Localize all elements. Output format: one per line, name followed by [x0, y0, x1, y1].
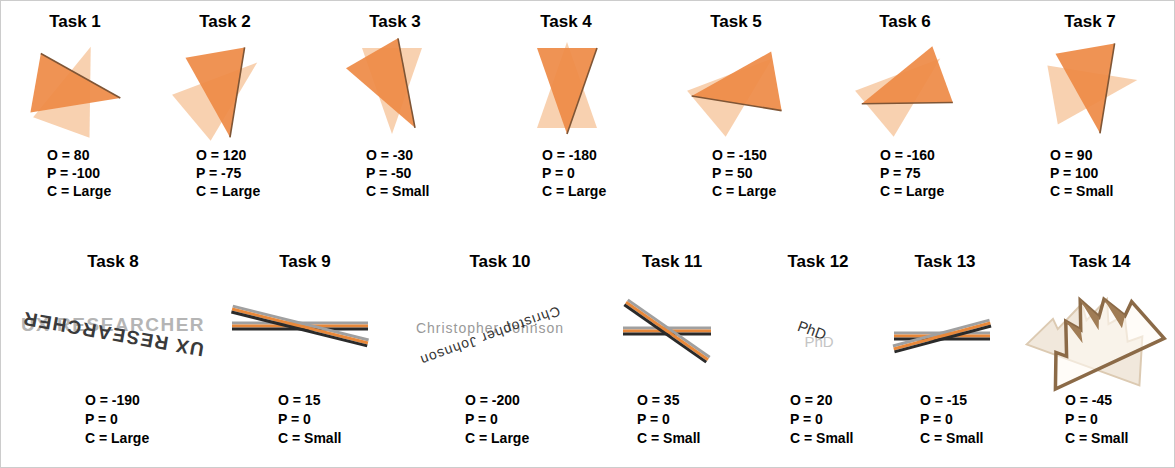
parameter-line: P = 100: [1050, 165, 1098, 181]
parameter-line: C = Small: [790, 430, 853, 446]
parameter-line: C = Large: [465, 430, 529, 446]
task-title: Task 3: [369, 12, 421, 32]
parameter-line: O = 80: [47, 147, 89, 163]
parameter-line: O = 120: [196, 147, 246, 163]
triangle-pair: [852, 35, 960, 136]
task-title: Task 4: [540, 12, 592, 32]
task-title: Task 9: [279, 252, 331, 272]
parameter-line: O = -150: [712, 147, 767, 163]
triangle-pair: [686, 35, 791, 136]
task-title: Task 10: [469, 252, 530, 272]
stripe-pair: [231, 306, 368, 346]
parameter-line: O = -160: [880, 147, 935, 163]
parameter-line: C = Small: [1050, 183, 1113, 199]
parameter-line: O = -180: [542, 147, 597, 163]
parameter-line: C = Large: [542, 183, 606, 199]
triangle-pair: [30, 37, 125, 138]
parameter-line: P = 0: [85, 411, 118, 427]
parameter-line: P = -100: [47, 165, 100, 181]
parameter-line: O = 35: [637, 392, 679, 408]
triangle-pair: [537, 42, 597, 134]
parameter-line: P = -75: [196, 165, 241, 181]
parameter-line: O = 20: [790, 392, 832, 408]
task-title: Task 14: [1069, 252, 1130, 272]
parameter-line: P = 0: [465, 411, 498, 427]
stripe-pair: [623, 300, 711, 362]
triangle-pair: [1047, 43, 1142, 138]
parameter-line: O = -15: [920, 392, 967, 408]
parameter-line: P = 75: [880, 165, 921, 181]
parameter-line: P = 0: [542, 165, 575, 181]
parameter-line: O = 15: [278, 392, 320, 408]
parameter-line: P = 0: [1065, 411, 1098, 427]
parameter-line: C = Large: [712, 183, 776, 199]
mountain-pair: [1026, 275, 1164, 389]
parameter-line: C = Small: [1065, 430, 1128, 446]
illustration-text: Christopher Johnson: [418, 304, 562, 368]
task-title: Task 2: [199, 12, 251, 32]
task-title: Task 8: [87, 252, 139, 272]
task-title: Task 11: [642, 252, 702, 272]
task-title: Task 12: [787, 252, 848, 272]
parameter-line: C = Small: [366, 183, 429, 199]
parameter-line: P = 50: [712, 165, 753, 181]
parameter-line: O = 90: [1050, 147, 1092, 163]
parameter-line: O = -45: [1065, 392, 1112, 408]
parameter-line: P = 0: [637, 411, 670, 427]
task-title: Task 6: [879, 12, 931, 32]
parameter-line: C = Large: [85, 430, 149, 446]
task-title: Task 7: [1064, 12, 1116, 32]
parameter-line: C = Small: [637, 430, 700, 446]
triangle-pair: [172, 39, 276, 142]
illustration-text: PhD: [796, 318, 829, 342]
parameter-line: C = Large: [47, 183, 111, 199]
task-title: Task 1: [49, 12, 101, 32]
parameter-line: O = -200: [465, 392, 520, 408]
parameter-line: C = Large: [196, 183, 260, 199]
triangle-pair: [346, 38, 441, 142]
parameter-line: P = 0: [920, 411, 953, 427]
parameter-line: P = 0: [278, 411, 311, 427]
parameter-line: P = -50: [366, 165, 411, 181]
parameter-line: C = Large: [880, 183, 944, 199]
parameter-line: O = -30: [366, 147, 413, 163]
parameter-line: O = -190: [85, 392, 140, 408]
task-title: Task 13: [914, 252, 975, 272]
parameter-line: C = Small: [920, 430, 983, 446]
parameter-line: P = 0: [790, 411, 823, 427]
stripe-pair: [893, 320, 991, 352]
task-title: Task 5: [710, 12, 762, 32]
parameter-line: C = Small: [278, 430, 341, 446]
